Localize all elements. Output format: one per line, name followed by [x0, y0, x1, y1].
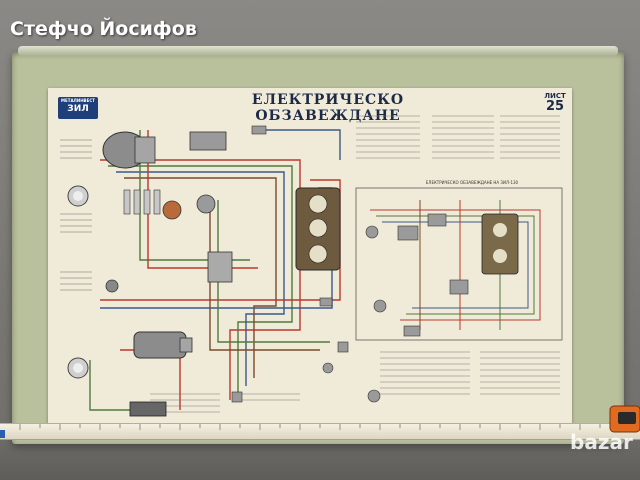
generator-icon	[102, 131, 156, 169]
switch-small	[231, 125, 381, 403]
gauge-cluster-icon	[295, 187, 341, 271]
spark-plugs	[123, 189, 161, 215]
voltage-regulator	[189, 131, 227, 151]
inset-panel-frame	[355, 187, 563, 341]
speaker-horn-icon	[105, 279, 119, 293]
poster-title: ЕЛЕКТРИЧЕСКО ОБЗАВЕЖДАНЕ	[251, 92, 405, 124]
distributor	[162, 200, 182, 220]
logo-line-2: ЗИЛ	[67, 104, 89, 114]
sheet-number: 25	[545, 99, 565, 114]
left-legend-lines	[60, 139, 92, 291]
photo-watermark: Стефчо Йосифов	[10, 18, 197, 40]
poster-logo: МЕТАЛИНВЕСТ ЗИЛ	[58, 97, 98, 119]
inset-gauge-cluster-icon	[481, 213, 519, 275]
floor	[0, 440, 640, 480]
right-panel-title: ЕЛЕКТРИЧЕСКО ОБЗАВЕЖДАНЕ НА ЗИЛ-130	[425, 180, 519, 185]
marketplace-logo: bazar	[570, 430, 633, 454]
headlight-icon	[67, 357, 89, 379]
ignition-coil	[196, 194, 216, 214]
fuse-block	[207, 251, 233, 283]
legend-text-lines	[150, 115, 560, 413]
starter-motor-icon	[133, 331, 193, 359]
logo-line-1: МЕТАЛИНВЕСТ	[61, 98, 95, 103]
sheet-number-box: ЛИСТ 25	[540, 92, 570, 113]
sheet-label: ЛИСТ	[544, 92, 566, 100]
tape-ticks	[19, 424, 601, 430]
tape-case	[609, 405, 640, 433]
inset-components	[365, 213, 469, 337]
hanging-rod	[18, 46, 618, 56]
tape-hook	[0, 430, 5, 438]
headlight-icon	[67, 185, 89, 207]
battery	[129, 401, 167, 417]
